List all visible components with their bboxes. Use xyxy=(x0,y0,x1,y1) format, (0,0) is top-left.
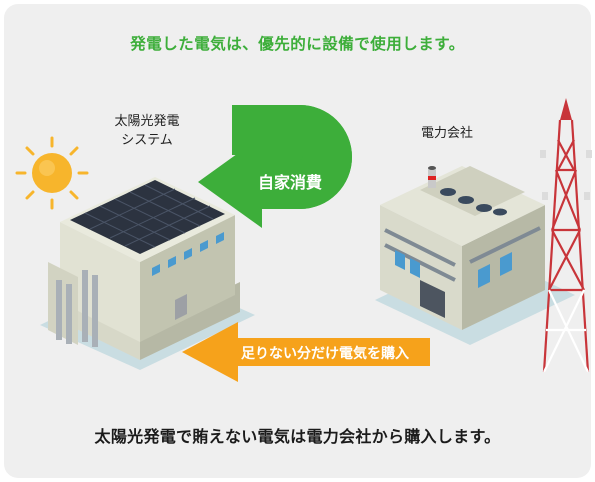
solar-label-line1: 太陽光発電 xyxy=(114,114,180,129)
self-consumption-arrow xyxy=(198,105,352,228)
transmission-tower xyxy=(540,98,592,373)
utility-label: 電力会社 xyxy=(420,126,473,141)
purchase-arrow xyxy=(182,322,430,382)
solar-label-line2: システム xyxy=(121,133,173,148)
self-consumption-label: 自家消費 xyxy=(258,173,322,192)
utility-building xyxy=(375,166,575,345)
solar-system-label: 太陽光発電 システム xyxy=(92,112,202,150)
solar-building xyxy=(40,177,255,370)
purchase-label: 足りない分だけ電気を購入 xyxy=(241,345,409,362)
footer-text: 太陽光発電で賄えない電気は電力会社から購入します。 xyxy=(94,427,501,446)
headline: 発電した電気は、優先的に設備で使用します。 xyxy=(130,35,465,53)
sun-icon xyxy=(15,136,89,210)
